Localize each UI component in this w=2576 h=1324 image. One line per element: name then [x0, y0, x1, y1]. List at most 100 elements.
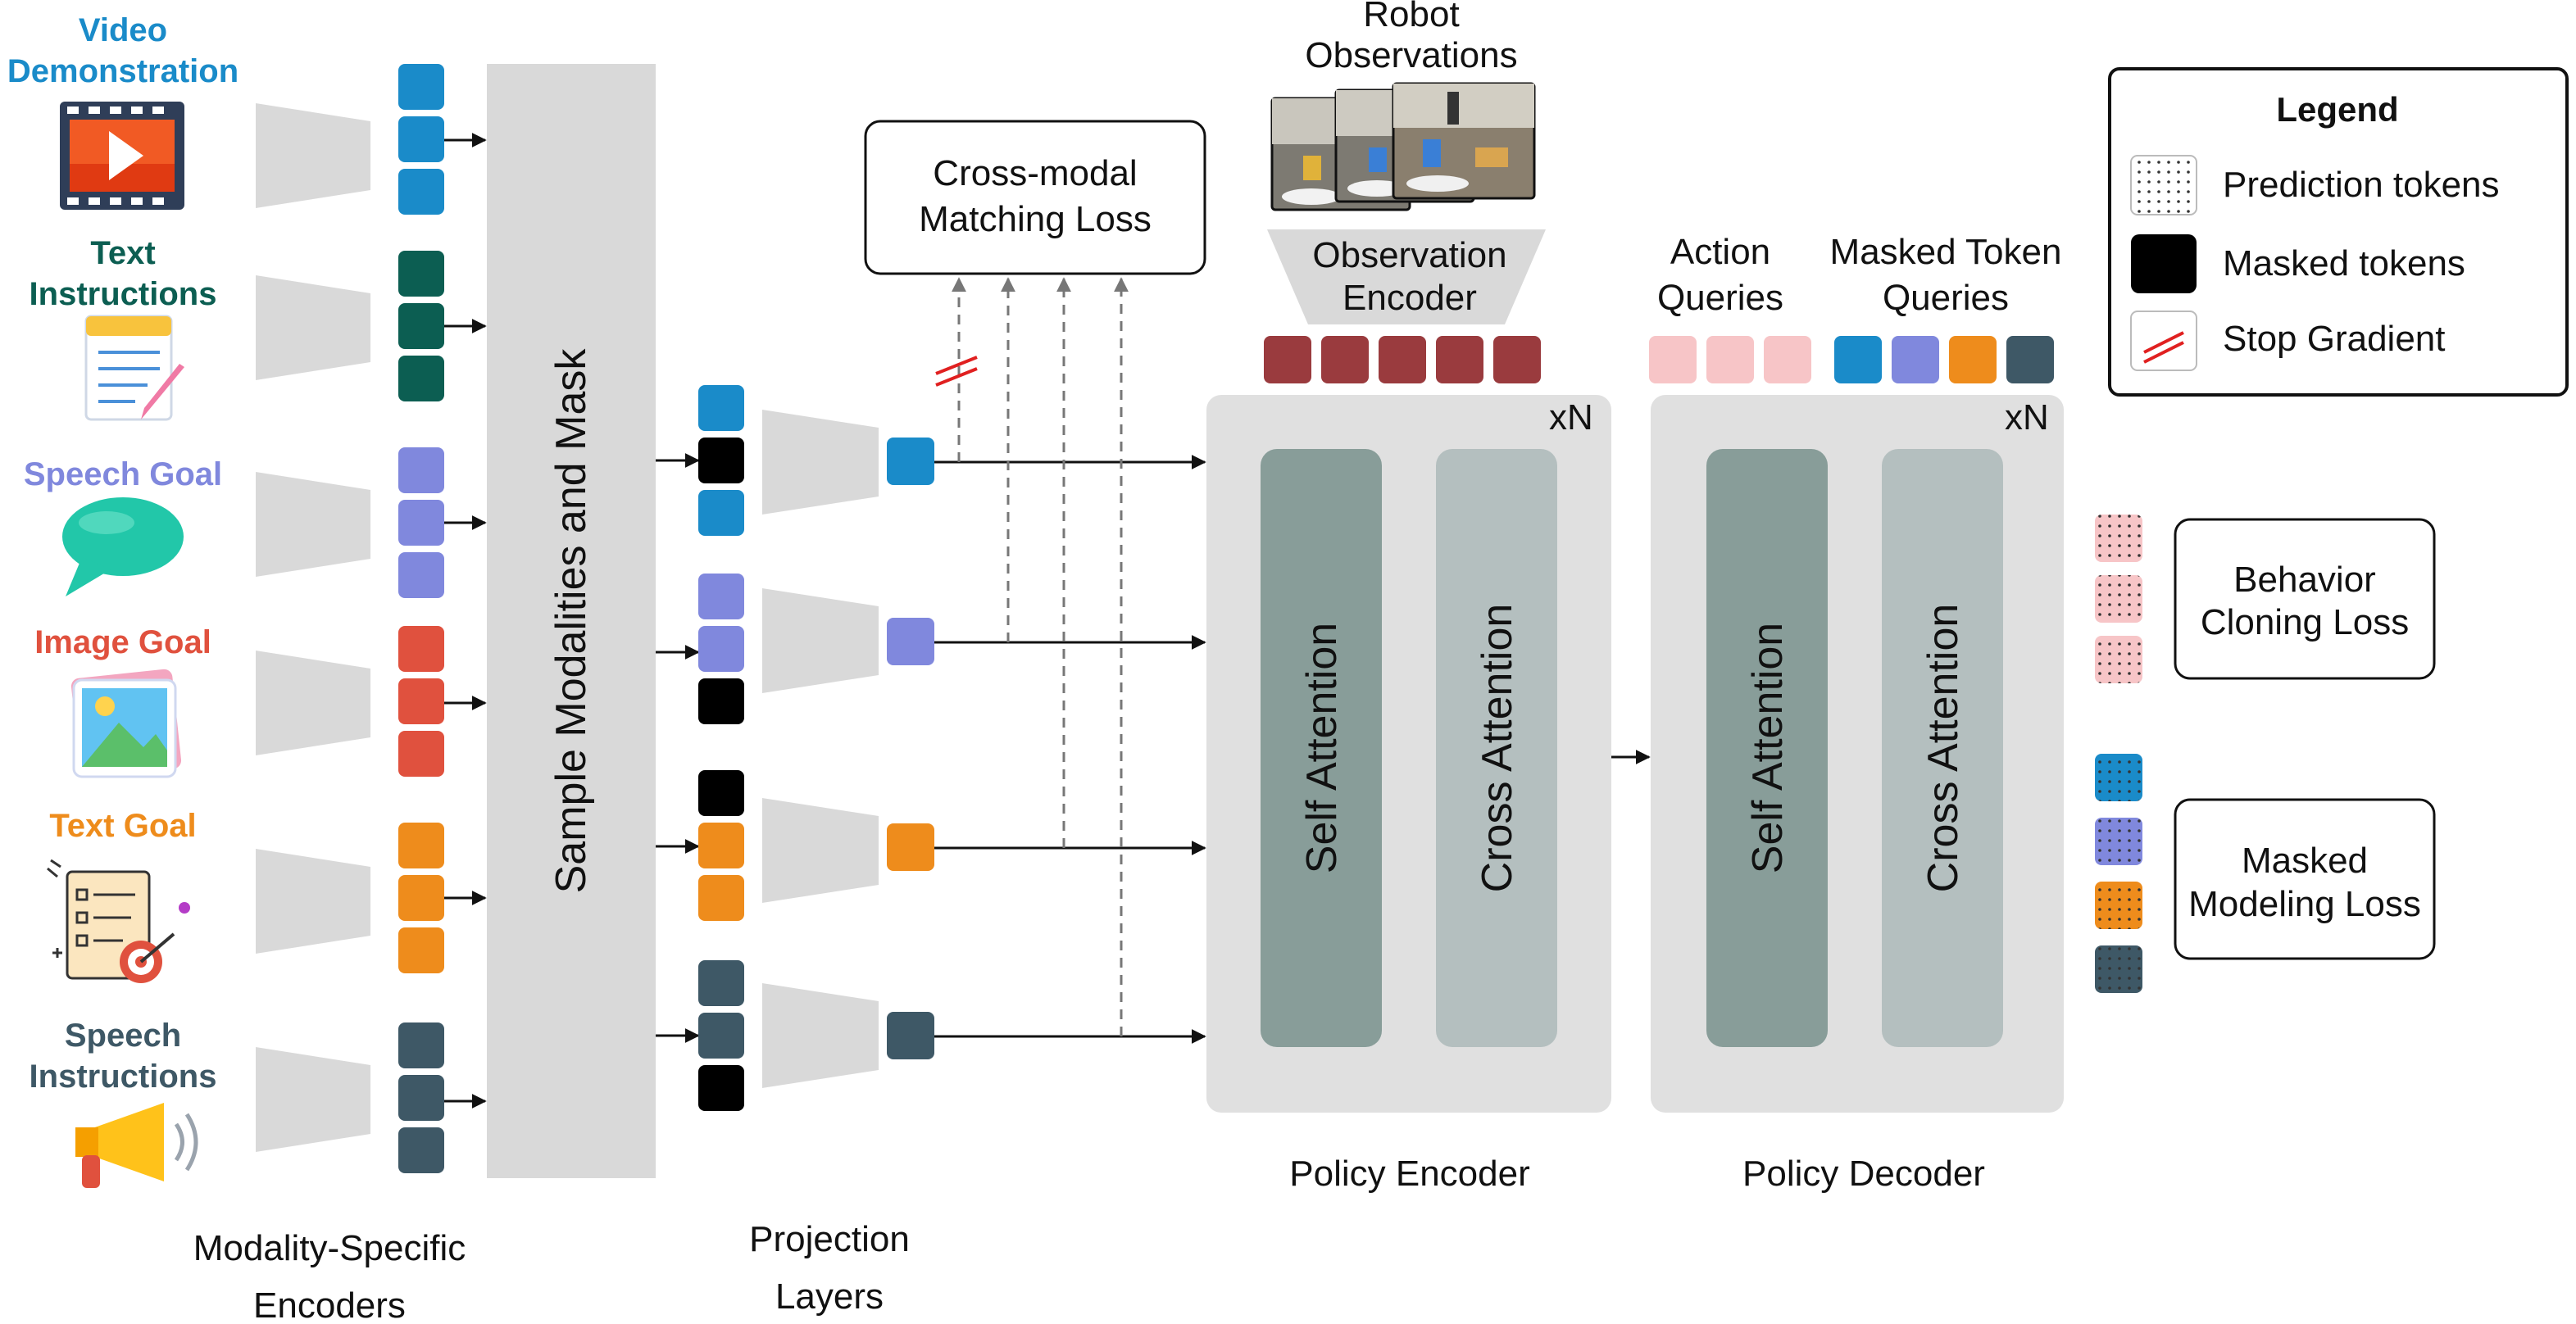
- self-attention-label: Self Attention: [1298, 623, 1346, 873]
- projected-tokens: [887, 438, 934, 1059]
- masked-query-tokens: [1834, 336, 2054, 383]
- encoder-trapezoid: [256, 1047, 370, 1152]
- policy-encoder-label: Policy Encoder: [1289, 1154, 1529, 1194]
- token: [887, 618, 934, 665]
- token: [398, 552, 444, 598]
- token: [698, 385, 744, 431]
- sampler-to-stack-arrows: [656, 453, 700, 1043]
- legend-stop-gradient-label: Stop Gradient: [2223, 319, 2446, 359]
- policy-decoder-repeat: xN: [2005, 397, 2049, 438]
- token: [398, 64, 444, 110]
- observation-encoder-label: Encoder: [1343, 278, 1477, 318]
- self-attention-label: Self Attention: [1744, 623, 1792, 873]
- encoder-trapezoid: [256, 472, 370, 577]
- modality-label: Text: [90, 235, 155, 271]
- token: [398, 116, 444, 162]
- masked-token: [698, 1065, 744, 1111]
- token: [398, 447, 444, 493]
- token: [1892, 336, 1939, 383]
- token: [398, 1127, 444, 1173]
- modality-label: Instructions: [30, 1059, 217, 1095]
- modality-speech-goal: Speech Goal: [24, 456, 222, 596]
- megaphone-icon: [75, 1103, 198, 1188]
- token: [698, 490, 744, 536]
- masked-prediction-tokens: [2095, 754, 2142, 993]
- stack-to-sampler-arrows: [444, 133, 487, 1109]
- modality-label: Image Goal: [34, 624, 211, 660]
- masked-modeling-loss-box: [2174, 798, 2436, 960]
- token: [1949, 336, 1997, 383]
- stop-gradient-icon: [935, 356, 978, 387]
- token: [398, 169, 444, 215]
- modality-text-instructions: Text Instructions: [30, 235, 216, 421]
- cross-modal-loss-label: Cross-modal: [933, 153, 1137, 193]
- cross-modal-loss-box: [864, 120, 1206, 275]
- token: [398, 1075, 444, 1121]
- masked-token-queries-label: Queries: [1883, 278, 2009, 318]
- modality-label: Text Goal: [49, 808, 196, 844]
- projection-trapezoid: [762, 983, 879, 1088]
- token: [698, 626, 744, 672]
- token: [698, 574, 744, 619]
- behavior-cloning-loss-box: [2174, 518, 2436, 680]
- token: [698, 823, 744, 868]
- projection-trapezoid: [762, 410, 879, 515]
- self-attention-block: [1261, 449, 1382, 1047]
- robot-observations-label: Observations: [1305, 35, 1517, 75]
- policy-decoder-label: Policy Decoder: [1742, 1154, 1985, 1194]
- action-queries-label: Action: [1670, 232, 1770, 272]
- sample-modalities-label: Sample Modalities and Mask: [547, 348, 595, 894]
- modality-video-demonstration: Video Demonstration: [7, 12, 239, 210]
- encoder-trapezoid: [256, 849, 370, 954]
- encoder-trapezoid: [256, 651, 370, 755]
- modality-label: Speech: [65, 1018, 181, 1054]
- token: [398, 251, 444, 297]
- legend-masked-label: Masked tokens: [2223, 243, 2465, 283]
- behavior-cloning-loss-label: Cloning Loss: [2201, 602, 2409, 642]
- legend-prediction-label: Prediction tokens: [2223, 165, 2500, 205]
- behavior-cloning-loss-label: Behavior: [2233, 560, 2376, 600]
- cross-attention-block: [1436, 449, 1557, 1047]
- observation-tokens: [1264, 336, 1541, 383]
- modality-specific-encoders: [256, 103, 370, 1152]
- encoders-label: Modality-Specific: [193, 1228, 466, 1268]
- token: [698, 960, 744, 1006]
- masked-modeling-loss-label: Masked: [2242, 841, 2368, 881]
- masked-token: [698, 438, 744, 483]
- cross-modal-loss-label: Matching Loss: [919, 199, 1152, 239]
- token: [398, 731, 444, 777]
- modality-label: Speech Goal: [24, 456, 222, 492]
- modality-image-goal: Image Goal: [34, 624, 211, 778]
- projection-label: Layers: [775, 1276, 884, 1317]
- token: [2006, 336, 2054, 383]
- masked-token: [698, 770, 744, 816]
- token: [1264, 336, 1311, 383]
- token: [398, 303, 444, 349]
- stop-gradient-icon: [2143, 331, 2184, 364]
- projection-trapezoid: [762, 588, 879, 693]
- token: [398, 823, 444, 868]
- token: [398, 500, 444, 546]
- token: [398, 927, 444, 973]
- policy-encoder-repeat: xN: [1549, 397, 1593, 438]
- checklist-target-icon: [47, 859, 190, 983]
- modality-token-stacks: [398, 64, 444, 1173]
- matching-loss-arrows: [952, 277, 1129, 1036]
- cross-attention-label: Cross Attention: [1474, 604, 1521, 893]
- robot-observation-images: [1270, 82, 1536, 211]
- encoders-label: Encoders: [253, 1285, 406, 1324]
- modality-label: Video: [79, 12, 167, 48]
- token: [1706, 336, 1754, 383]
- token: [1764, 336, 1811, 383]
- token: [1649, 336, 1697, 383]
- masked-token-swatch: [2131, 234, 2197, 293]
- cross-attention-block: [1882, 449, 2003, 1047]
- legend: Legend Prediction tokens Masked tokens S…: [2108, 67, 2569, 397]
- token: [1379, 336, 1426, 383]
- legend-box: [2108, 67, 2569, 397]
- sampled-token-stacks: [698, 385, 744, 1111]
- token: [398, 626, 444, 672]
- token: [1834, 336, 1882, 383]
- token: [1436, 336, 1483, 383]
